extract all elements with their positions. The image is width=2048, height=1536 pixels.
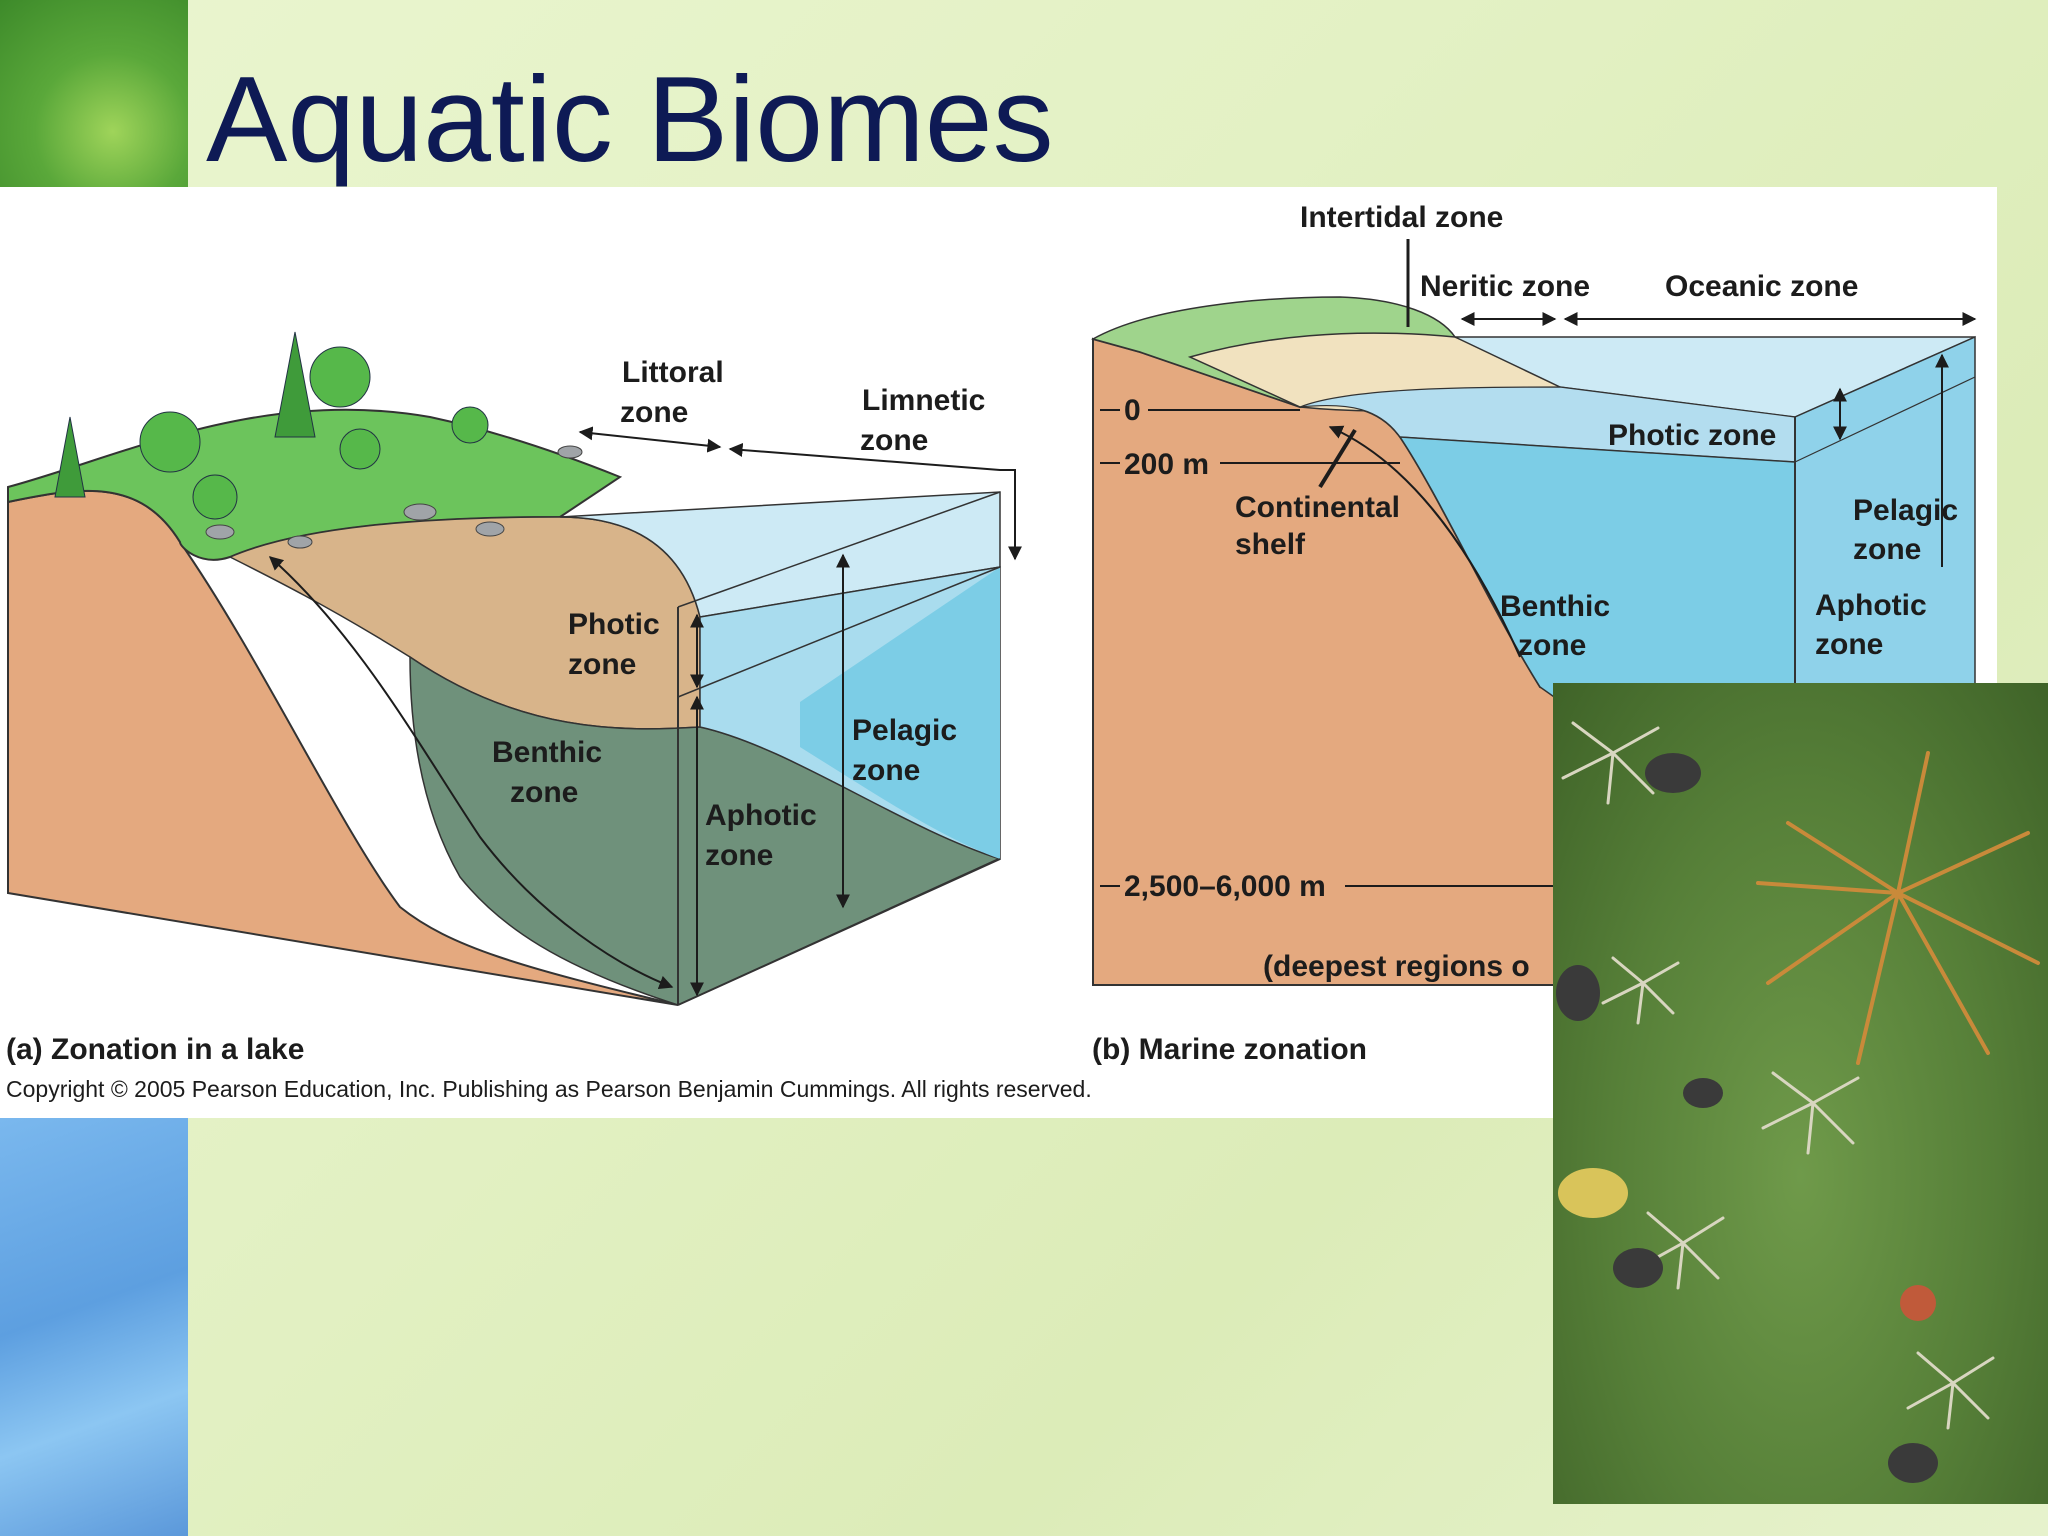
lake-caption: (a) Zonation in a lake [6, 1033, 304, 1066]
lake-benthic-label-1: Benthic [492, 736, 602, 769]
rock-icons [205, 445, 583, 549]
marine-shelf-label-2: shelf [1235, 528, 1306, 561]
marine-shelf-label-1: Continental [1235, 491, 1400, 524]
lake-diagram: Littoral zone Limnetic zone Photic zone … [6, 331, 1022, 1066]
marine-depth-200-label: 200 m [1124, 448, 1209, 481]
lake-photic-label-2: zone [568, 648, 636, 681]
marine-pelagic-label-1: Pelagic [1853, 494, 1958, 527]
lake-aphotic-label-1: Aphotic [705, 799, 817, 832]
marine-depth-0-label: 0 [1124, 394, 1141, 427]
tree-icons [54, 331, 489, 520]
water-background-image [0, 1118, 188, 1536]
seafloor-rock-icons [1556, 753, 1938, 1483]
marine-benthic-label-2: zone [1518, 629, 1586, 662]
yellow-sponge-icon [1558, 1168, 1628, 1218]
copyright-notice: Copyright © 2005 Pearson Education, Inc.… [6, 1076, 1092, 1102]
marine-pelagic-label-2: zone [1853, 533, 1921, 566]
lake-photic-label-1: Photic [568, 608, 660, 641]
leaf-background-image [0, 0, 188, 188]
marine-photic-label: Photic zone [1608, 419, 1776, 452]
lake-littoral-label-2: zone [620, 396, 688, 429]
lake-limnetic-label-1: Limnetic [862, 384, 985, 417]
lake-pelagic-label-1: Pelagic [852, 714, 957, 747]
lake-aphotic-label-2: zone [705, 839, 773, 872]
marine-depth-deep-label: 2,500–6,000 m [1124, 870, 1326, 903]
marine-aphotic-label-2: zone [1815, 628, 1883, 661]
lake-littoral-label-1: Littoral [622, 356, 724, 389]
lake-pelagic-label-2: zone [852, 754, 920, 787]
deep-sea-floor-photo [1553, 683, 2048, 1504]
marine-neritic-label: Neritic zone [1420, 270, 1590, 303]
lake-benthic-label-2: zone [510, 776, 578, 809]
slide-title: Aquatic Biomes [206, 51, 1054, 187]
marine-oceanic-label: Oceanic zone [1665, 270, 1858, 303]
marine-deepest-label: (deepest regions o [1263, 950, 1530, 983]
sea-star-icon [1756, 751, 2040, 1065]
lake-limnetic-label-2: zone [860, 424, 928, 457]
marine-intertidal-label: Intertidal zone [1300, 201, 1503, 234]
marine-caption: (b) Marine zonation [1092, 1033, 1367, 1066]
sea-urchin-icon [1900, 1285, 1936, 1321]
marine-benthic-label-1: Benthic [1500, 590, 1610, 623]
brittle-star-icons [1561, 721, 1995, 1430]
marine-aphotic-label-1: Aphotic [1815, 589, 1927, 622]
